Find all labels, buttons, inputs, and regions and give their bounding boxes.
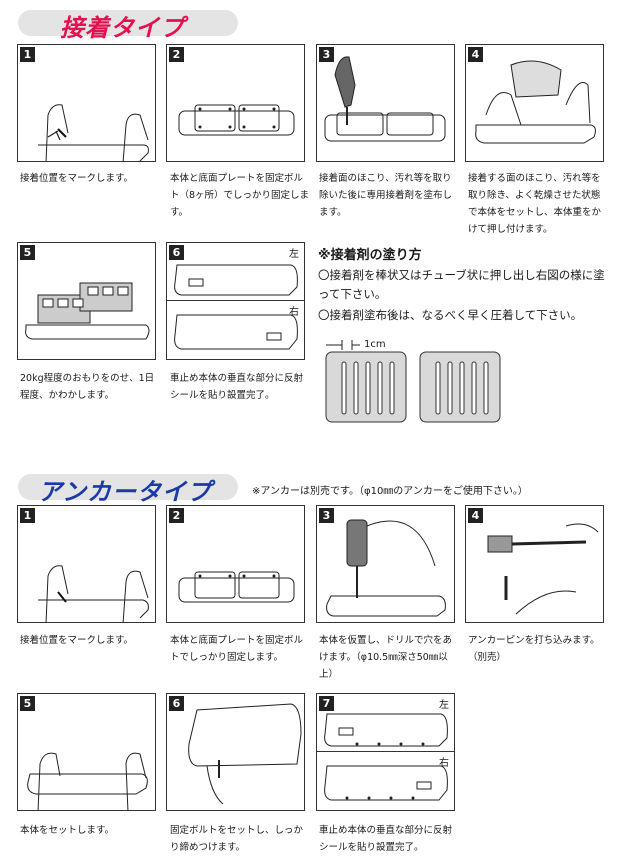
section-title-adhesive: 接着タイプ <box>60 8 185 43</box>
anchor-step-6-caption: 固定ボルトをセットし、しっかり締めつけます。 <box>170 822 310 856</box>
glue-heading: ※接着剤の塗り方 <box>318 244 422 263</box>
weight-illustration <box>18 243 155 359</box>
anchor-step-5-caption: 本体をセットします。 <box>20 822 160 839</box>
glue-gun-illustration <box>317 45 454 161</box>
anchor-step-6-panel: 6 <box>166 693 305 811</box>
left-view: 6 左 <box>167 243 304 301</box>
marking-illustration <box>18 45 155 161</box>
adhesive-step-3-panel: 3 <box>316 44 455 162</box>
marking-illustration <box>18 506 155 622</box>
anchor-step-7-panel: 7 左 右 <box>316 693 455 811</box>
adhesive-step-1-caption: 接着位置をマークします。 <box>20 170 160 187</box>
adhesive-step-4-panel: 4 <box>465 44 604 162</box>
reflector-right-illustration <box>317 752 454 809</box>
glue-pattern-diagram <box>318 336 618 436</box>
hammer-illustration <box>466 506 603 622</box>
adhesive-step-3-caption: 接着面のほこり、汚れ等を取り除いた後に専用接着剤を塗布します。 <box>319 170 459 221</box>
base-plate-illustration <box>167 45 304 161</box>
glue-instruction-1: 〇接着剤を棒状又はチューブ状に押し出し右図の様に塗って下さい。 <box>318 266 610 304</box>
left-view: 7 左 <box>317 694 454 752</box>
reflector-left-illustration <box>167 243 304 300</box>
adhesive-step-4-caption: 接着する面のほこり、汚れ等を取り除き、よく乾燥させた状態で本体をセットし、本体重… <box>468 170 608 238</box>
reflector-right-illustration <box>167 301 304 358</box>
anchor-step-7-caption: 車止め本体の垂直な部分に反射シールを貼り設置完了。 <box>319 822 459 856</box>
adhesive-step-6-panel: 6 左 右 <box>166 242 305 360</box>
reflector-left-illustration <box>317 694 454 751</box>
section-title-anchor: アンカータイプ <box>38 472 212 507</box>
adhesive-step-6-caption: 車止め本体の垂直な部分に反射シールを貼り設置完了。 <box>170 370 310 404</box>
set-body-illustration <box>466 45 603 161</box>
right-view: 右 <box>317 752 454 809</box>
anchor-step-2-panel: 2 <box>166 505 305 623</box>
anchor-step-2-caption: 本体と底面プレートを固定ボルトでしっかり固定します。 <box>170 632 310 666</box>
base-plate-illustration <box>167 506 304 622</box>
anchor-step-1-caption: 接着位置をマークします。 <box>20 632 160 649</box>
adhesive-step-2-panel: 2 <box>166 44 305 162</box>
drill-illustration <box>317 506 454 622</box>
anchor-note: ※アンカーは別売です。（φ10㎜のアンカーをご使用下さい。） <box>252 482 528 497</box>
right-view: 右 <box>167 301 304 358</box>
adhesive-step-2-caption: 本体と底面プレートを固定ボルト（8ヶ所）でしっかり固定します。 <box>170 170 310 221</box>
adhesive-step-5-panel: 5 <box>17 242 156 360</box>
anchor-step-5-panel: 5 <box>17 693 156 811</box>
anchor-step-3-caption: 本体を仮置し、ドリルで穴をあけます。（φ10.5㎜深さ50㎜以上） <box>319 632 459 683</box>
glue-instruction-2: 〇接着剤塗布後は、なるべく早く圧着して下さい。 <box>318 306 610 325</box>
anchor-step-3-panel: 3 <box>316 505 455 623</box>
bolt-tightening-illustration <box>167 694 304 810</box>
set-body-illustration <box>18 694 155 810</box>
anchor-step-1-panel: 1 <box>17 505 156 623</box>
anchor-step-4-panel: 4 <box>465 505 604 623</box>
adhesive-step-1-panel: 1 <box>17 44 156 162</box>
anchor-step-4-caption: アンカーピンを打ち込みます。（別売） <box>468 632 608 666</box>
dimension-label: 1cm <box>364 339 386 350</box>
adhesive-step-5-caption: 20kg程度のおもりをのせ、1日程度、かわかします。 <box>20 370 160 404</box>
